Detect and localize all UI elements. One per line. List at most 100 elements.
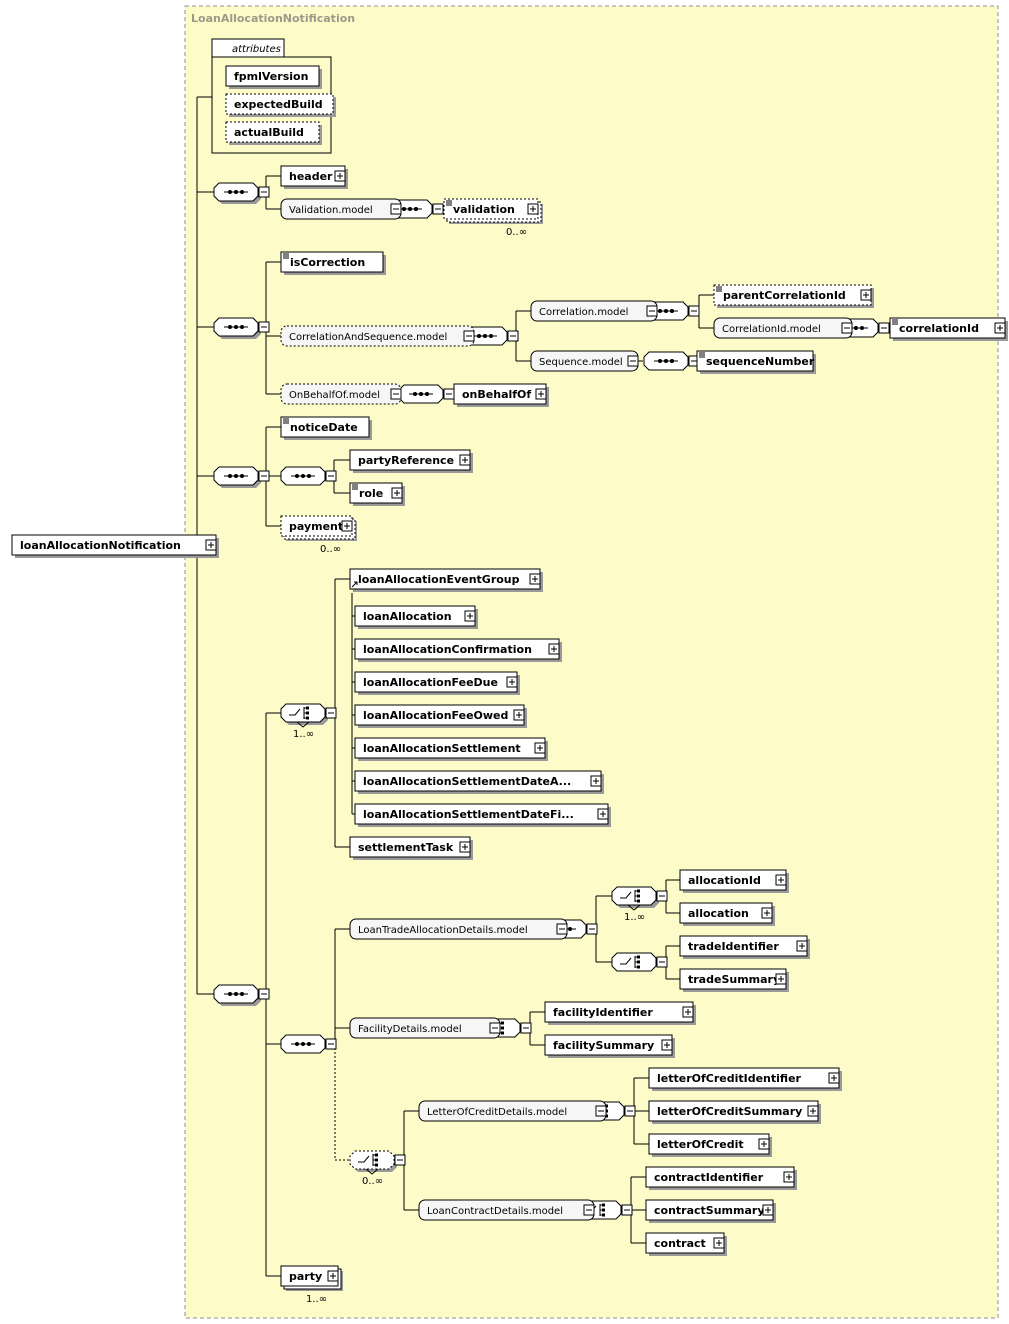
collapse-icon[interactable] [878, 322, 890, 334]
expand-icon[interactable] [341, 520, 353, 532]
collapse-icon[interactable] [627, 355, 639, 367]
contract-identifier-element[interactable]: contractIdentifier [645, 1166, 797, 1190]
expand-icon[interactable] [762, 1204, 774, 1216]
collapse-icon[interactable] [258, 186, 270, 198]
sequence-number-element[interactable]: sequenceNumber [696, 350, 816, 374]
letter-of-credit-details-model-model-box[interactable]: LetterOfCreditDetails.model [418, 1100, 607, 1122]
collapse-icon[interactable] [586, 923, 598, 935]
letter-of-credit-identifier-element[interactable]: letterOfCreditIdentifier [648, 1067, 842, 1091]
expand-icon[interactable] [994, 322, 1006, 334]
expand-icon[interactable] [828, 1072, 840, 1084]
expand-icon[interactable] [661, 1039, 673, 1051]
collapse-icon[interactable] [556, 923, 568, 935]
expand-icon[interactable] [682, 1006, 694, 1018]
expand-icon[interactable] [535, 388, 547, 400]
notice-date-element[interactable]: noticeDate [280, 416, 372, 440]
loan-allocation-confirmation-element[interactable]: loanAllocationConfirmation [354, 638, 562, 662]
expand-icon[interactable] [534, 742, 546, 754]
parent-correlation-id-element[interactable]: parentCorrelationId [713, 284, 874, 308]
header-element[interactable]: header [280, 165, 348, 189]
collapse-icon[interactable] [258, 321, 270, 333]
collapse-icon[interactable] [489, 1022, 501, 1034]
expand-icon[interactable] [548, 643, 560, 655]
loan-allocation-settlement-date-fi-element[interactable]: loanAllocationSettlementDateFi... [354, 803, 611, 827]
expand-icon[interactable] [713, 1237, 725, 1249]
expand-icon[interactable] [527, 203, 539, 215]
expected-build-element[interactable]: expectedBuild [225, 93, 336, 117]
loan-allocation-fee-due-element[interactable]: loanAllocationFeeDue [354, 671, 520, 695]
expand-icon[interactable] [860, 289, 872, 301]
fpml-version-element[interactable]: fpmlVersion [225, 65, 322, 89]
contract-summary-element[interactable]: contractSummary [645, 1199, 776, 1223]
expand-icon[interactable] [205, 539, 217, 551]
expand-icon[interactable] [327, 1270, 339, 1282]
loan-allocation-element[interactable]: loanAllocation [354, 605, 478, 629]
collapse-icon[interactable] [688, 305, 700, 317]
expand-icon[interactable] [807, 1105, 819, 1117]
allocation-element[interactable]: allocation [679, 902, 775, 926]
sequence-model-model-box[interactable]: Sequence.model [530, 350, 639, 372]
collapse-icon[interactable] [325, 1038, 337, 1050]
collapse-icon[interactable] [390, 388, 402, 400]
loan-trade-allocation-details-model-model-box[interactable]: LoanTradeAllocationDetails.model [349, 918, 568, 940]
validation-model-model-box[interactable]: Validation.model [280, 198, 402, 220]
collapse-icon[interactable] [595, 1105, 607, 1117]
collapse-icon[interactable] [432, 203, 444, 215]
loan-allocation-settlement-element[interactable]: loanAllocationSettlement [354, 737, 548, 761]
expand-icon[interactable] [597, 808, 609, 820]
loan-allocation-event-group-element[interactable]: loanAllocationEventGroup [349, 568, 543, 592]
collapse-icon[interactable] [583, 1204, 595, 1216]
expand-icon[interactable] [334, 170, 346, 182]
collapse-icon[interactable] [656, 890, 668, 902]
trade-summary-element[interactable]: tradeSummary [679, 968, 789, 992]
trade-identifier-element[interactable]: tradeIdentifier [679, 935, 810, 959]
expand-icon[interactable] [796, 940, 808, 952]
expand-icon[interactable] [775, 973, 787, 985]
collapse-icon[interactable] [520, 1022, 532, 1034]
allocation-id-element[interactable]: allocationId [679, 869, 789, 893]
correlation-model-model-box[interactable]: Correlation.model [530, 300, 658, 322]
letter-of-credit-summary-element[interactable]: letterOfCreditSummary [648, 1100, 821, 1124]
loan-allocation-settlement-date-a-element[interactable]: loanAllocationSettlementDateA... [354, 770, 604, 794]
expand-icon[interactable] [506, 676, 518, 688]
expand-icon[interactable] [775, 874, 787, 886]
expand-icon[interactable] [459, 454, 471, 466]
letter-of-credit-element[interactable]: letterOfCredit [648, 1133, 772, 1157]
collapse-icon[interactable] [325, 707, 337, 719]
collapse-icon[interactable] [646, 305, 658, 317]
facility-details-model-model-box[interactable]: FacilityDetails.model [349, 1017, 501, 1039]
correlation-and-sequence-model-model-box[interactable]: CorrelationAndSequence.model [280, 325, 475, 347]
collapse-icon[interactable] [621, 1204, 633, 1216]
collapse-icon[interactable] [624, 1105, 636, 1117]
collapse-icon[interactable] [463, 330, 475, 342]
correlation-id-element[interactable]: correlationId [889, 317, 1008, 341]
expand-icon[interactable] [590, 775, 602, 787]
expand-icon[interactable] [459, 841, 471, 853]
loan-contract-details-model-model-box[interactable]: LoanContractDetails.model [418, 1199, 595, 1221]
collapse-icon[interactable] [325, 470, 337, 482]
on-behalf-of-element[interactable]: onBehalfOf [453, 383, 549, 407]
collapse-icon[interactable] [258, 470, 270, 482]
loan-allocation-fee-owed-element[interactable]: loanAllocationFeeOwed [354, 704, 527, 728]
on-behalf-of-model-model-box[interactable]: OnBehalfOf.model [280, 383, 402, 405]
facility-identifier-element[interactable]: facilityIdentifier [544, 1001, 696, 1025]
expand-icon[interactable] [783, 1171, 795, 1183]
expand-icon[interactable] [529, 573, 541, 585]
correlation-id-model-model-box[interactable]: CorrelationId.model [713, 317, 853, 339]
party-reference-element[interactable]: partyReference [349, 449, 473, 473]
collapse-icon[interactable] [390, 203, 402, 215]
collapse-icon[interactable] [258, 988, 270, 1000]
settlement-task-element[interactable]: settlementTask [349, 836, 473, 860]
collapse-icon[interactable] [443, 388, 455, 400]
actual-build-element[interactable]: actualBuild [225, 121, 322, 145]
expand-icon[interactable] [758, 1138, 770, 1150]
collapse-icon[interactable] [394, 1154, 406, 1166]
facility-summary-element[interactable]: facilitySummary [544, 1034, 675, 1058]
expand-icon[interactable] [391, 487, 403, 499]
contract-element[interactable]: contract [645, 1232, 727, 1256]
expand-icon[interactable] [464, 610, 476, 622]
is-correction-element[interactable]: isCorrection [280, 251, 386, 275]
collapse-icon[interactable] [841, 322, 853, 334]
expand-icon[interactable] [761, 907, 773, 919]
